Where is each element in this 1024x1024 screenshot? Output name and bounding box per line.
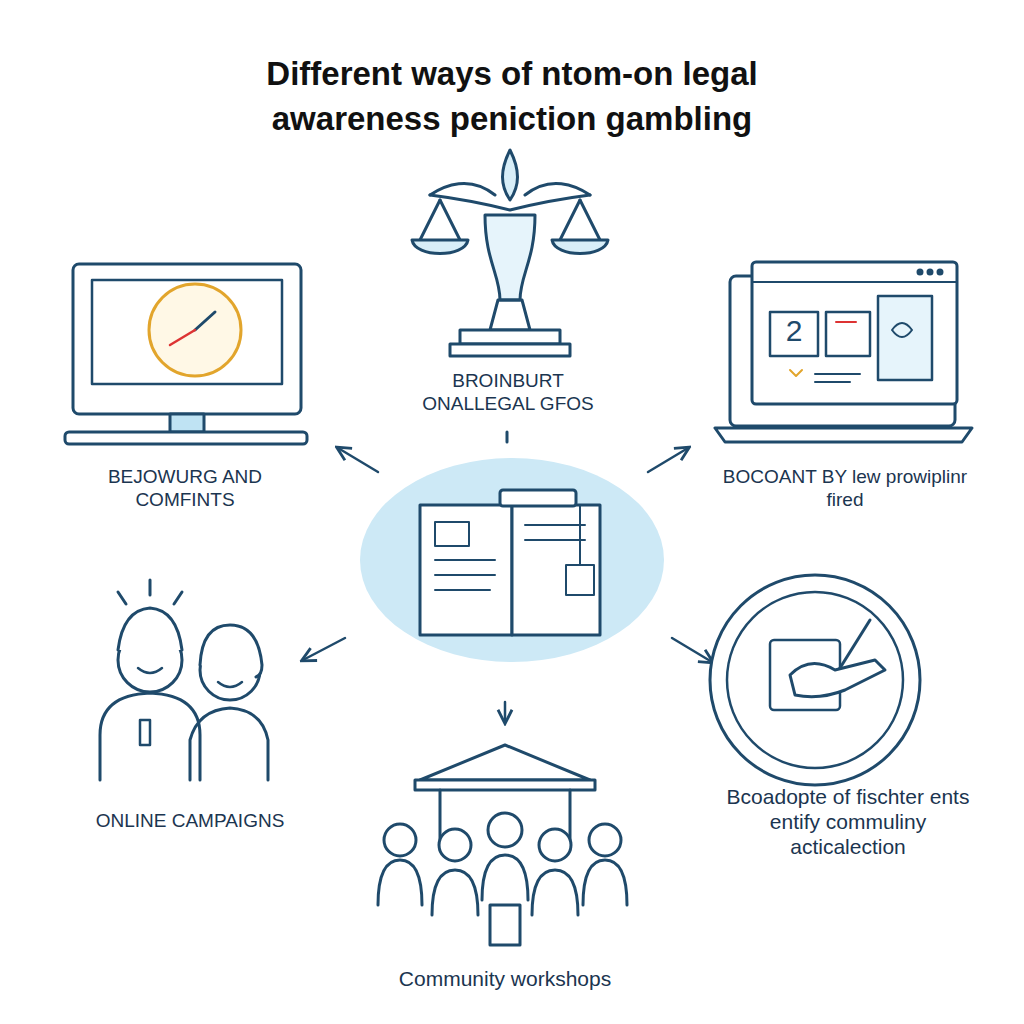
monitor-icon [65,264,307,444]
book-icon [420,490,600,635]
arrows [303,448,712,722]
item-label: Bcoadopte of fischter ents entify commul… [723,784,973,860]
item-label: Community workshops [335,966,675,991]
people-icon [100,580,268,780]
title: Different ways of ntom-on legal awarenes… [202,52,822,141]
laptop-icon [715,262,972,442]
item-label: BEJOWURG AND COMFINTS [65,466,305,512]
signing-icon [710,575,920,785]
screen-number: 2 [774,316,814,346]
item-label: BROINBURT ONALLEGAL GFOS [403,370,613,416]
item-label: BOCOANT BY lew prowiplinr fired [710,466,980,512]
scales-icon [412,150,608,356]
tick [506,432,509,442]
workshop-icon [378,745,627,945]
center-ellipse [360,458,664,662]
item-label: ONLINE CAMPAIGNS [90,810,290,833]
